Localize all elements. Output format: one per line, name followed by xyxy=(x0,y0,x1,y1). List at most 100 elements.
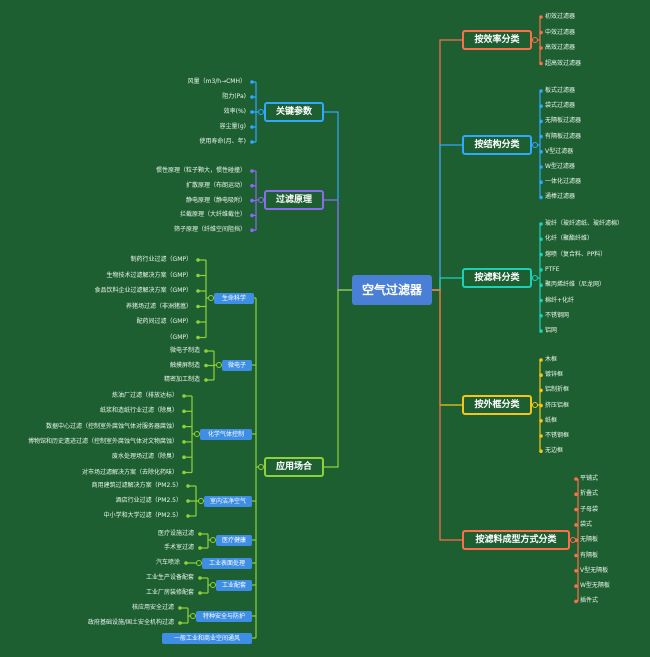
leaf-left-0-1: 阻力(Pa) xyxy=(222,93,246,100)
group-4[interactable]: 医疗健康 xyxy=(216,534,252,546)
leaf-bullet-right-3-0 xyxy=(539,358,543,362)
leaf-right-3-5: 不锈钢框 xyxy=(545,432,570,439)
leaf-bullet-right-0-2 xyxy=(539,46,543,50)
collapse-toggle-group-5[interactable] xyxy=(196,560,202,566)
leaf-bullet-right-1-0 xyxy=(539,89,543,93)
central-topic[interactable]: 空气过滤器 xyxy=(352,275,432,305)
leaf-bullet-right-1-5 xyxy=(539,165,543,169)
leaf-group-1-2: 精密加工制造 xyxy=(163,376,200,383)
leaf-group-2-4: 废水处理场过滤（除臭） xyxy=(111,453,178,461)
group-1[interactable]: 微电子 xyxy=(222,359,252,371)
leaf-bullet-right-2-0 xyxy=(539,222,543,226)
leaf-bullet-right-4-7 xyxy=(574,584,578,588)
leaf-bullet-right-3-5 xyxy=(539,434,543,438)
leaf-right-2-6: 不锈钢网 xyxy=(545,311,570,319)
leaf-right-1-7: 通棒过滤器 xyxy=(545,193,576,201)
leaf-left-1-1: 扩散原理（布朗运动） xyxy=(185,181,246,189)
group-5[interactable]: 工业表面处理 xyxy=(202,557,252,569)
collapse-toggle-group-7[interactable] xyxy=(190,613,196,619)
group-7[interactable]: 特种安全与防护 xyxy=(196,610,252,622)
leaf-bullet-right-1-4 xyxy=(539,150,543,154)
collapse-toggle-left-1[interactable] xyxy=(258,197,264,203)
leaf-right-3-1: 镀锌框 xyxy=(545,371,564,379)
leaf-bullet-group-4-1 xyxy=(198,546,202,550)
collapse-toggle-right-3[interactable] xyxy=(532,402,538,408)
collapse-toggle-group-3[interactable] xyxy=(198,498,204,504)
category-left-2[interactable]: 应用场合 xyxy=(264,457,324,477)
leaf-right-1-0: 板式过滤器 xyxy=(545,87,576,94)
wire-center-to-left-1 xyxy=(324,199,352,291)
collapse-toggle-right-1[interactable] xyxy=(532,142,538,148)
collapse-toggle-group-6[interactable] xyxy=(210,582,216,588)
leaf-right-4-5: 有隔板 xyxy=(580,551,599,559)
group-8[interactable]: 一般工业和商业空间通风 xyxy=(162,632,252,644)
leaf-right-4-2: 子母袋 xyxy=(580,505,599,513)
group-2[interactable]: 化学气体控制 xyxy=(200,428,252,440)
leaf-bullet-right-4-5 xyxy=(574,553,578,558)
leaf-bullet-group-7-1 xyxy=(178,621,182,625)
collapse-toggle-left-0[interactable] xyxy=(258,109,264,115)
leaf-group-4-1: 手术室过滤 xyxy=(163,544,194,551)
leaf-group-2-5: 对市场过滤解决方案（去除化药味） xyxy=(81,468,178,476)
wire-center-to-right-4 xyxy=(432,289,462,541)
leaf-bullet-right-2-1 xyxy=(539,237,543,242)
leaf-group-0-2: 食品饮料企业过滤解决方案（GMP） xyxy=(94,287,192,294)
wire-center-to-right-2 xyxy=(432,277,462,291)
collapse-toggle-right-0[interactable] xyxy=(532,37,538,43)
group-6[interactable]: 工业配套 xyxy=(216,579,252,591)
group-0[interactable]: 生命科学 xyxy=(214,292,254,304)
leaf-group-3-1: 酒店行业过滤（PM2.5） xyxy=(115,497,182,504)
collapse-toggle-right-4[interactable] xyxy=(570,537,576,543)
leaf-group-5-0: 汽车喷涂 xyxy=(155,559,180,566)
leaf-bullet-group-1-0 xyxy=(204,349,208,353)
leaf-bullet-group-3-2 xyxy=(186,514,190,518)
leaf-group-6-0: 工业生产设备配套 xyxy=(145,574,194,581)
category-right-0[interactable]: 按效率分类 xyxy=(462,30,532,50)
leaf-group-1-1: 触摸屏制造 xyxy=(169,361,200,369)
collapse-toggle-group-2[interactable] xyxy=(194,431,200,437)
collapse-toggle-right-2[interactable] xyxy=(532,275,538,281)
leaf-right-3-4: 纸框 xyxy=(545,416,558,424)
leaf-right-0-2: 高效过滤器 xyxy=(545,44,576,51)
leaf-group-0-3: 养猪场过滤（非洲猪瘟） xyxy=(125,302,192,310)
leaf-bullet-right-2-3 xyxy=(539,268,543,272)
leaf-bullet-group-0-5 xyxy=(196,335,200,340)
wire-center-to-left-2 xyxy=(324,289,352,468)
leaf-right-4-3: 袋式 xyxy=(580,520,593,528)
leaf-left-0-0: 风量（m3/h→CMH） xyxy=(187,78,246,85)
leaf-bullet-right-3-6 xyxy=(539,449,543,454)
category-right-2[interactable]: 按滤料分类 xyxy=(462,268,532,288)
collapse-toggle-group-1[interactable] xyxy=(216,362,222,368)
leaf-right-0-3: 超高效过滤器 xyxy=(545,59,582,67)
leaf-left-0-2: 效率(%) xyxy=(223,108,246,115)
collapse-toggle-group-0[interactable] xyxy=(208,295,214,301)
leaf-bullet-right-0-1 xyxy=(539,30,543,35)
leaf-right-1-5: W型过滤器 xyxy=(545,163,575,170)
leaf-left-1-4: 筛子原理（纤维空间阻挡） xyxy=(173,226,246,234)
group-3[interactable]: 室内洁净空气 xyxy=(204,495,252,507)
leaf-right-4-6: V型无隔板 xyxy=(580,566,609,574)
leaf-right-2-7: 铝网 xyxy=(545,327,558,335)
leaf-bullet-right-3-1 xyxy=(539,373,543,378)
leaf-left-1-2: 静电原理（静电吸附） xyxy=(185,196,246,204)
collapse-toggle-left-2[interactable] xyxy=(258,464,264,470)
category-left-1[interactable]: 过滤原理 xyxy=(264,190,324,210)
leaf-group-3-0: 商用建筑过滤解决方案（PM2.5） xyxy=(91,482,182,489)
leaf-right-3-3: 挤压铝框 xyxy=(545,401,570,409)
category-right-3[interactable]: 按外框分类 xyxy=(462,395,532,415)
category-right-1[interactable]: 按结构分类 xyxy=(462,135,532,155)
leaf-bullet-right-0-3 xyxy=(539,61,543,66)
category-left-0[interactable]: 关键参数 xyxy=(264,102,324,122)
collapse-toggle-group-4[interactable] xyxy=(210,537,216,543)
category-right-4[interactable]: 按滤料成型方式分类 xyxy=(462,530,570,550)
leaf-bullet-right-3-2 xyxy=(539,388,543,393)
wire-center-to-right-1 xyxy=(432,144,462,291)
leaf-group-2-1: 纸浆和造纸行业过滤（除臭） xyxy=(99,407,178,415)
leaf-bullet-right-3-3 xyxy=(539,403,543,408)
leaf-bullet-right-1-3 xyxy=(539,134,543,139)
leaf-right-2-4: 聚丙烯纤维（尼龙网） xyxy=(545,281,606,289)
leaf-right-1-6: 一体化过滤器 xyxy=(545,178,582,186)
leaf-bullet-right-1-1 xyxy=(539,104,543,108)
leaf-bullet-group-2-4 xyxy=(182,455,186,460)
leaf-bullet-right-1-2 xyxy=(539,119,543,124)
